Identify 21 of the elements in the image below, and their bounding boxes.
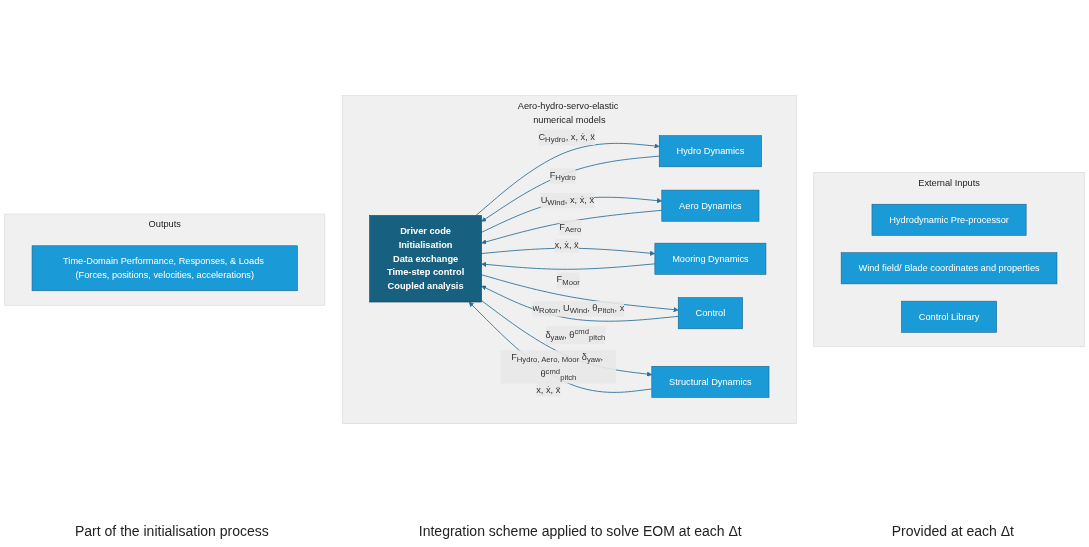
edge-label: w$_{Rotor}$, U$_{Wind}$, θ$_{Pitch}$, x xyxy=(532,302,625,315)
edge-label: x, ẋ, ẍ xyxy=(554,240,579,251)
node-box: Aero Dynamics xyxy=(661,189,760,222)
node-box: Hydrodynamic Pre-processor xyxy=(871,203,1027,236)
node-box: Wind field/ Blade coordinates and properties xyxy=(840,252,1058,285)
node-box: Control xyxy=(677,297,743,329)
node-box: Mooring Dynamics xyxy=(654,242,767,275)
node-box: Driver code Initialisation Data exchange Time-step control Coupled analysis xyxy=(369,215,482,303)
node-box: Structural Dynamics xyxy=(651,365,770,398)
edge-label: C$_{Hydro}$, x, ẋ, ẍ xyxy=(538,131,595,144)
panel-caption: Provided at each Δt xyxy=(891,523,1014,539)
edge-label: F$_{Hydro}$ xyxy=(549,169,576,183)
panel-caption: Integration scheme applied to solve EOM at each Δt xyxy=(418,523,742,539)
edge-label: U$_{Wind}$, x, ẋ, ẍ xyxy=(540,194,595,207)
node-box: Time-Domain Performance, Responses, & Loads (Forces, positions, velocities, accelerations) xyxy=(31,245,298,291)
node-box: Hydro Dynamics xyxy=(658,135,762,167)
edge-label: x, ẋ, ẍ xyxy=(536,384,561,395)
panel-caption: Part of the initialisation process xyxy=(75,523,269,539)
edge-label: F$_{Aero}$ xyxy=(559,221,582,234)
edge-label: F$_{Moor}$ xyxy=(556,274,580,287)
node-box: Control Library xyxy=(901,300,997,333)
